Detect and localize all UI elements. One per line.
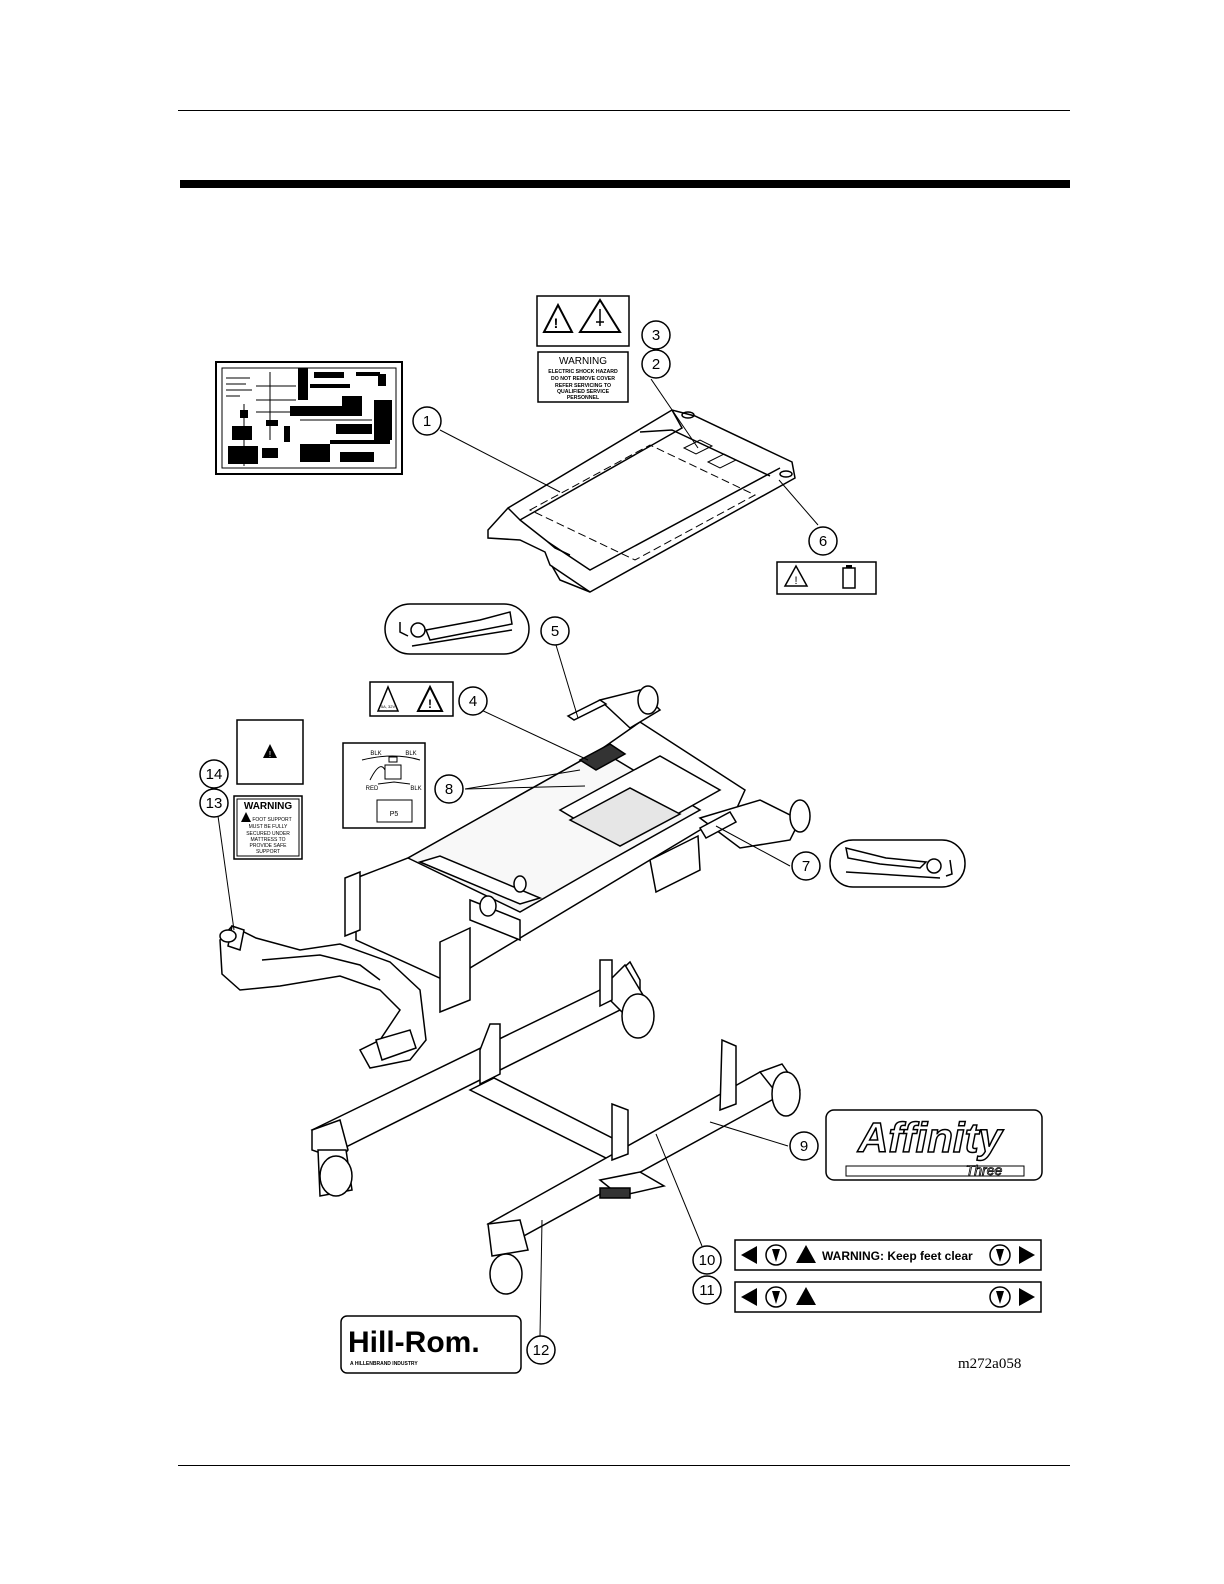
- foot-line-3: SECURED UNDER: [246, 831, 290, 837]
- svg-text:!: !: [554, 315, 559, 331]
- foot-support-warning-label: WARNING FOOT SUPPORT MUST BE FULLY SECUR…: [233, 795, 303, 860]
- svg-text:7: 7: [802, 858, 810, 875]
- affinity-logo-label: Affinity Three: [825, 1109, 1043, 1181]
- shock-warning-label: WARNING ELECTRIC SHOCK HAZARD DO NOT REM…: [537, 351, 629, 403]
- title-bar: [180, 180, 1070, 188]
- callout-2: 2: [641, 349, 671, 379]
- foot-line-2: MUST BE FULLY: [249, 824, 288, 830]
- hazard-symbols-label: !: [536, 295, 630, 347]
- svg-text:9: 9: [800, 1138, 808, 1155]
- warning-triangle-icon: [241, 812, 251, 822]
- callout-8: 8: [434, 774, 464, 804]
- foot-line-1: FOOT SUPPORT: [252, 817, 291, 823]
- wire-p5: P5: [390, 811, 399, 818]
- shock-line-2: DO NOT REMOVE COVER: [551, 376, 615, 382]
- svg-text:!: !: [269, 750, 271, 759]
- warning-triangle-icon: [796, 1245, 816, 1263]
- wire-blk-2: BLK: [405, 751, 416, 757]
- shock-line-3: REFER SERVICING TO: [555, 383, 611, 389]
- caution-symbol-label: !: [236, 719, 304, 785]
- foot-line-6: SUPPORT: [256, 849, 280, 855]
- svg-text:1: 1: [423, 413, 431, 430]
- callout-4: 4: [458, 686, 488, 716]
- svg-text:8: 8: [445, 781, 453, 798]
- base-frame: [310, 959, 801, 1295]
- shock-warning-title: WARNING: [559, 356, 607, 367]
- upper-frame: [344, 685, 811, 1014]
- foot-line-5: PROVIDE SAFE: [250, 843, 288, 849]
- callout-10: 10: [692, 1245, 722, 1275]
- callout-9: 9: [789, 1131, 819, 1161]
- fuse-label: 5A, 32V !: [369, 681, 454, 717]
- hill-rom-wordmark: Hill-Rom.: [348, 1326, 480, 1359]
- callout-13: 13: [199, 788, 229, 818]
- callout-14: 14: [199, 759, 229, 789]
- wiring-diagram-label: BLK BLK RED BLK P5: [342, 742, 426, 829]
- foot-warning-title: WARNING: [244, 801, 293, 812]
- svg-text:3: 3: [652, 327, 660, 344]
- foot-hazard-icon: [989, 1244, 1011, 1266]
- callout-5: 5: [540, 616, 570, 646]
- svg-text:4: 4: [469, 693, 477, 710]
- hill-rom-logo-label: Hill-Rom. A HILLENBRAND INDUSTRY: [340, 1315, 522, 1374]
- leader-lines: [217, 378, 819, 1337]
- callouts: 1 3 2 6 5 4 8 14 13 7 9 10 11 12: [199, 320, 838, 1365]
- svg-text:5: 5: [551, 623, 559, 640]
- svg-text:!: !: [428, 697, 432, 711]
- fuse-rating: 5A, 32V: [381, 704, 396, 709]
- shock-line-4: QUALIFIED SERVICE: [557, 389, 610, 395]
- callout-11: 11: [692, 1275, 722, 1305]
- figure-id: m272a058: [958, 1356, 1022, 1372]
- svg-text:2: 2: [652, 356, 660, 373]
- callout-12: 12: [526, 1335, 556, 1365]
- foot-line-4: MATTRESS TO: [250, 837, 285, 843]
- svg-text:!: !: [794, 575, 797, 587]
- affinity-wordmark: Affinity: [857, 1114, 1005, 1161]
- keep-feet-clear-label: WARNING: Keep feet clear: [734, 1239, 1042, 1271]
- foot-extension: [219, 925, 427, 1069]
- wire-blk-1: BLK: [370, 751, 381, 757]
- wire-blk-3: BLK: [410, 786, 421, 792]
- svg-text:10: 10: [699, 1252, 716, 1269]
- svg-text:6: 6: [819, 533, 827, 550]
- trendelenburg-label: [829, 839, 966, 888]
- feet-hazard-symbol-label: [734, 1281, 1042, 1313]
- callout-1: 1: [412, 406, 442, 436]
- reverse-trendelenburg-label: [384, 603, 530, 655]
- shock-line-1: ELECTRIC SHOCK HAZARD: [548, 369, 618, 375]
- cover-plate: [487, 409, 796, 593]
- hill-rom-tagline: A HILLENBRAND INDUSTRY: [350, 1361, 418, 1367]
- foot-hazard-icon: [765, 1244, 787, 1266]
- battery-label: !: [776, 561, 877, 595]
- callout-3: 3: [641, 320, 671, 350]
- affinity-subtitle: Three: [966, 1162, 1003, 1178]
- callout-7: 7: [791, 851, 821, 881]
- wire-red: RED: [366, 786, 379, 792]
- bottom-rule: [178, 1465, 1070, 1466]
- keep-feet-clear-text: WARNING: Keep feet clear: [822, 1249, 973, 1263]
- top-rule: [178, 110, 1070, 111]
- shock-line-5: PERSONNEL: [567, 395, 600, 401]
- schematic-label: [215, 361, 403, 475]
- svg-text:12: 12: [533, 1342, 550, 1359]
- svg-text:13: 13: [206, 795, 223, 812]
- svg-text:14: 14: [206, 766, 223, 783]
- callout-6: 6: [808, 526, 838, 556]
- svg-text:11: 11: [699, 1282, 715, 1299]
